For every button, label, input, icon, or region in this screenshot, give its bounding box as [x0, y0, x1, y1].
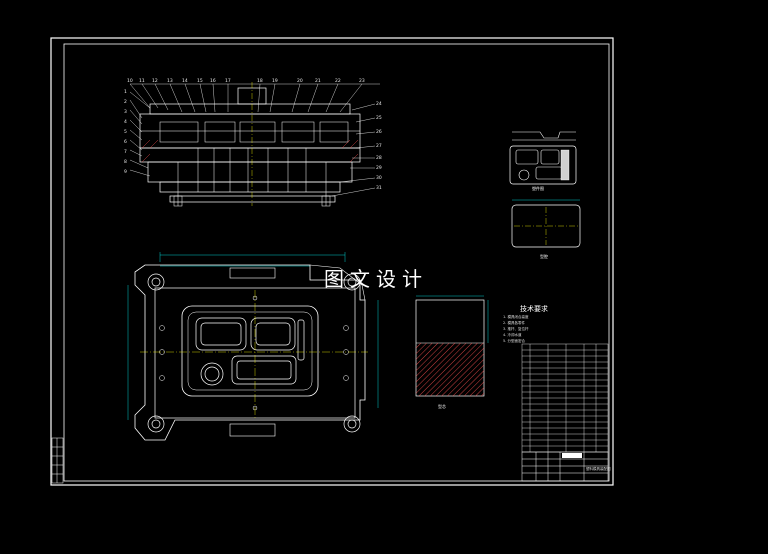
part-numbers-left: 1 2 3 4 5 6 7 8 9 — [124, 89, 127, 175]
tech-req-line: 5. 分型面密合 — [503, 338, 525, 343]
part-number-label: 29 — [376, 165, 382, 171]
part-number-label: 7 — [124, 149, 127, 155]
tech-req-line: 3. 推杆、复位杆 — [503, 326, 529, 331]
part-number-label: 12 — [152, 78, 158, 84]
binding-strip — [51, 437, 64, 484]
tech-req-line: 2. 模具各零件 — [503, 320, 525, 325]
part-number-label: 21 — [315, 78, 321, 84]
title-block — [521, 451, 609, 482]
part-number-label: 13 — [167, 78, 173, 84]
core-block-view: 型芯 — [415, 295, 489, 409]
part-number-label: 10 — [127, 78, 133, 84]
part-number-label: 17 — [225, 78, 231, 84]
part-number-label: 11 — [139, 78, 145, 84]
part-number-label: 8 — [124, 159, 127, 165]
part-number-label: 19 — [272, 78, 278, 84]
part-number-label: 28 — [376, 155, 382, 161]
part-number-label: 3 — [124, 109, 127, 115]
insert-view-caption: 型腔 — [540, 253, 548, 259]
drawing-name: 塑料模具装配图 — [586, 466, 611, 471]
part-number-label: 31 — [376, 185, 382, 191]
part-number-label: 14 — [182, 78, 188, 84]
part-number-label: 1 — [124, 89, 127, 95]
part-numbers-right: 24 25 26 27 28 29 30 31 — [376, 101, 382, 191]
tech-req-line: 1. 模具闭合高度 — [503, 314, 529, 319]
part-number-label: 4 — [124, 119, 127, 125]
part-view-caption: 塑件图 — [532, 185, 544, 191]
part-number-label: 20 — [297, 78, 303, 84]
part-number-label: 30 — [376, 175, 382, 181]
tech-req-line: 4. 冷却水道 — [503, 332, 522, 337]
part-number-label: 27 — [376, 143, 382, 149]
part-number-label: 23 — [359, 78, 365, 84]
part-number-label: 24 — [376, 101, 382, 107]
part-number-label: 5 — [124, 129, 127, 135]
part-number-label: 18 — [257, 78, 263, 84]
part-number-label: 6 — [124, 139, 127, 145]
part-number-label: 9 — [124, 169, 127, 175]
part-number-label: 25 — [376, 115, 382, 121]
part-numbers-top: 10 11 12 13 14 15 16 17 18 19 20 21 22 23 — [127, 78, 365, 84]
block-view-caption: 型芯 — [438, 403, 446, 409]
plastic-part-views: 塑件图 型腔 — [509, 131, 581, 259]
tech-req-title: 技术要求 — [520, 304, 548, 313]
sheet-inner-border — [63, 43, 610, 482]
part-number-label: 2 — [124, 99, 127, 105]
watermark-text: 图文设计 — [324, 267, 428, 291]
part-number-label: 22 — [335, 78, 341, 84]
part-number-label: 16 — [210, 78, 216, 84]
mold-plan-view — [127, 252, 379, 441]
bill-of-materials-table — [521, 343, 609, 453]
part-number-label: 26 — [376, 129, 382, 135]
sheet-outer-border — [50, 37, 614, 486]
part-number-label: 15 — [197, 78, 203, 84]
